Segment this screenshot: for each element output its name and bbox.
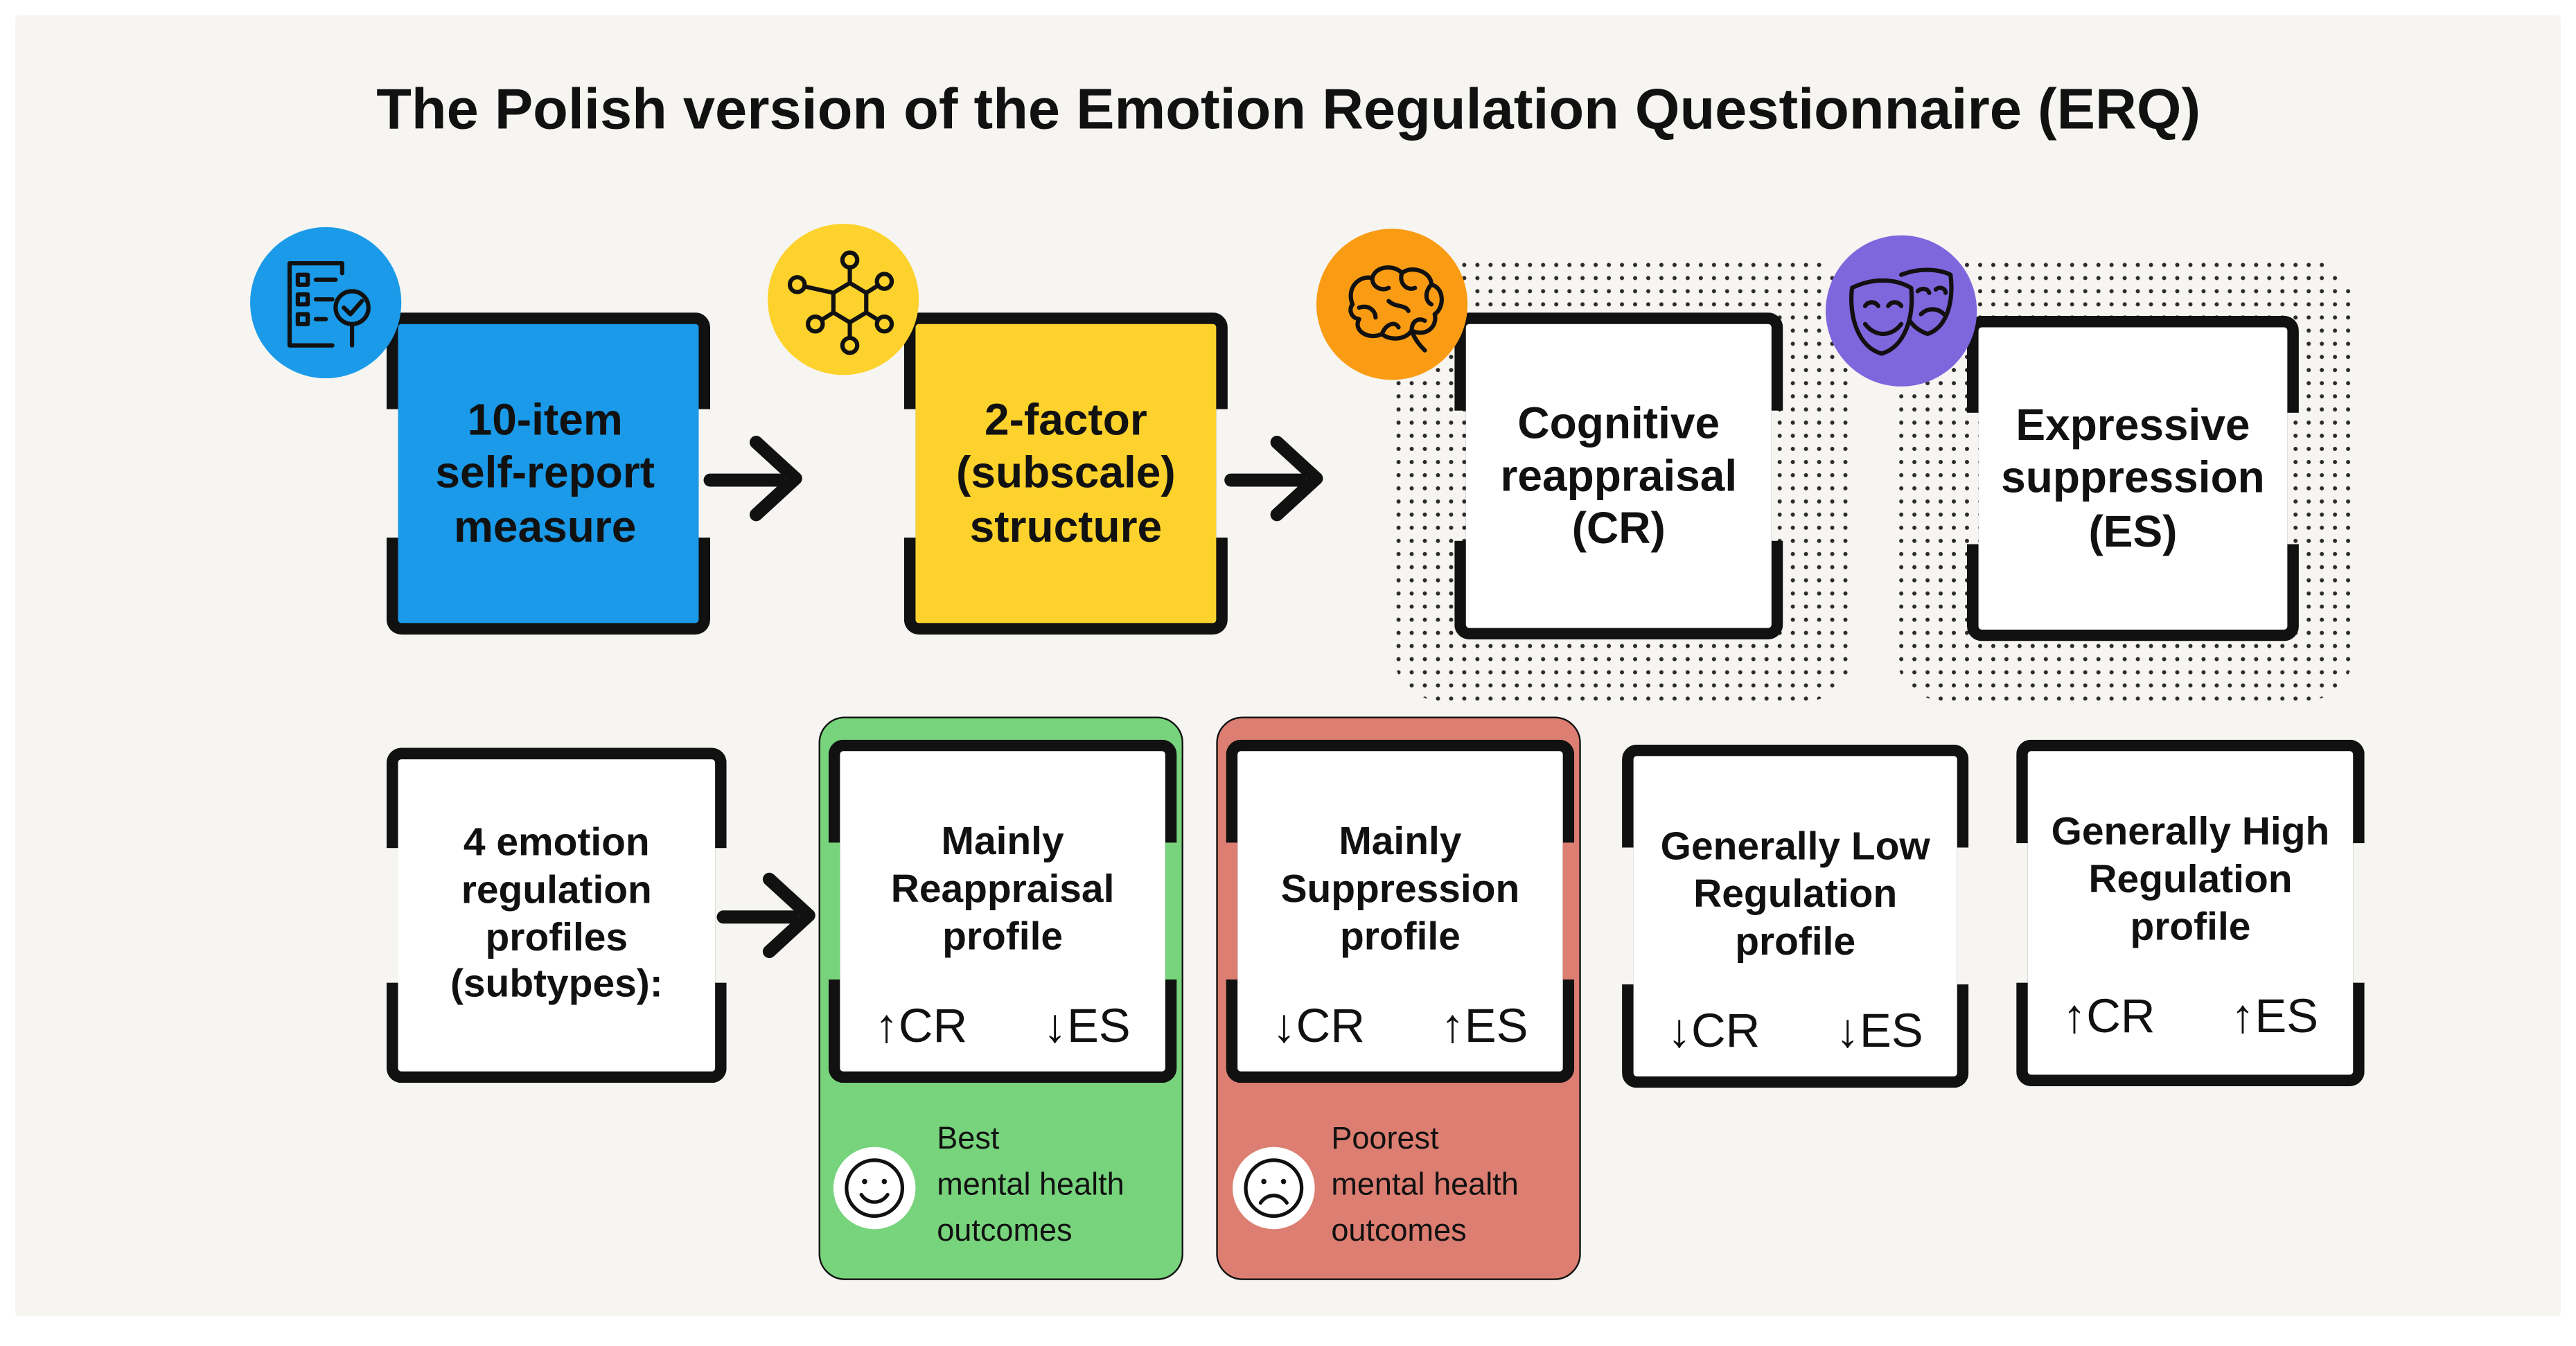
best-outcome-text: Best mental health outcomes xyxy=(937,1117,1124,1255)
measure-line-3: measure xyxy=(453,502,637,551)
p1-cr: ↑CR xyxy=(874,1000,968,1054)
poorest-line-3: outcomes xyxy=(1331,1214,1467,1249)
p2-line-2: Suppression xyxy=(1280,867,1520,912)
arrow-1 xyxy=(703,436,802,522)
best-line-3: outcomes xyxy=(937,1214,1073,1249)
p1-es: ↓ES xyxy=(1043,1000,1131,1054)
diagram-canvas: The Polish version of the Emotion Regula… xyxy=(15,15,2561,1316)
measure-box: 10-item self-report measure xyxy=(386,312,711,635)
intro-line-1: 4 emotion xyxy=(463,820,650,865)
network-icon xyxy=(768,224,919,375)
mainly-suppression-box: Mainly Suppression profile ↓CR ↑ES xyxy=(1226,739,1575,1083)
p3-line-3: profile xyxy=(1735,919,1856,964)
intro-line-2: regulation xyxy=(461,868,652,913)
theater-masks-icon xyxy=(1826,235,1977,387)
cr-line-2: reappraisal xyxy=(1500,451,1738,501)
p2-es: ↑ES xyxy=(1440,1000,1528,1054)
measure-line-2: self-report xyxy=(435,448,655,498)
p4-es: ↑ES xyxy=(2230,991,2319,1044)
structure-box: 2-factor (subscale) structure xyxy=(903,312,1228,635)
brain-icon xyxy=(1316,229,1468,380)
questionnaire-icon xyxy=(250,227,402,379)
diagram-title: The Polish version of the Emotion Regula… xyxy=(376,78,2201,142)
p3-es: ↓ES xyxy=(1835,1005,1923,1059)
cr-line-3: (CR) xyxy=(1571,504,1666,554)
p1-line-2: Reappraisal xyxy=(890,867,1115,912)
intro-line-3: profiles xyxy=(485,915,628,960)
p4-line-3: profile xyxy=(2130,904,2251,949)
smiling-face-icon xyxy=(833,1146,916,1230)
p2-line-1: Mainly xyxy=(1339,820,1462,865)
generally-high-regulation-box: Generally High Regulation profile ↑CR ↑E… xyxy=(2016,739,2365,1087)
best-line-2: mental health xyxy=(937,1168,1124,1203)
p4-cr: ↑CR xyxy=(2062,991,2155,1044)
measure-line-1: 10-item xyxy=(467,395,623,445)
p3-cr: ↓CR xyxy=(1667,1005,1761,1059)
es-line-3: (ES) xyxy=(2088,506,2178,556)
frowning-face-icon xyxy=(1233,1146,1315,1230)
cognitive-reappraisal-box: Cognitive reappraisal (CR) xyxy=(1454,312,1783,640)
poorest-line-1: Poorest xyxy=(1331,1122,1439,1157)
expressive-suppression-box: Expressive suppression (ES) xyxy=(1966,315,2299,641)
p1-line-3: profile xyxy=(942,914,1064,959)
es-line-2: suppression xyxy=(2001,453,2265,503)
intro-line-4: (subtypes): xyxy=(450,962,663,1007)
p4-line-2: Regulation xyxy=(2088,857,2293,902)
p3-line-1: Generally Low xyxy=(1660,824,1930,869)
structure-line-1: 2-factor xyxy=(984,395,1147,445)
best-line-1: Best xyxy=(937,1122,1000,1157)
arrow-3 xyxy=(716,872,815,959)
mainly-reappraisal-box: Mainly Reappraisal profile ↑CR ↓ES xyxy=(828,739,1177,1083)
p2-line-3: profile xyxy=(1339,914,1461,959)
structure-line-2: (subscale) xyxy=(956,448,1176,498)
poorest-line-2: mental health xyxy=(1331,1168,1519,1203)
arrow-2 xyxy=(1224,436,1323,522)
p4-line-1: Generally High xyxy=(2051,810,2330,855)
p2-cr: ↓CR xyxy=(1272,1000,1366,1054)
es-line-1: Expressive xyxy=(2015,400,2250,450)
poorest-outcome-text: Poorest mental health outcomes xyxy=(1331,1117,1519,1255)
p1-line-1: Mainly xyxy=(941,820,1064,865)
generally-low-regulation-box: Generally Low Regulation profile ↓CR ↓ES xyxy=(1622,744,1969,1088)
cr-line-1: Cognitive xyxy=(1517,398,1720,448)
profiles-intro-box: 4 emotion regulation profiles (subtypes)… xyxy=(386,747,727,1083)
p3-line-2: Regulation xyxy=(1693,871,1898,916)
structure-line-3: structure xyxy=(969,502,1163,551)
